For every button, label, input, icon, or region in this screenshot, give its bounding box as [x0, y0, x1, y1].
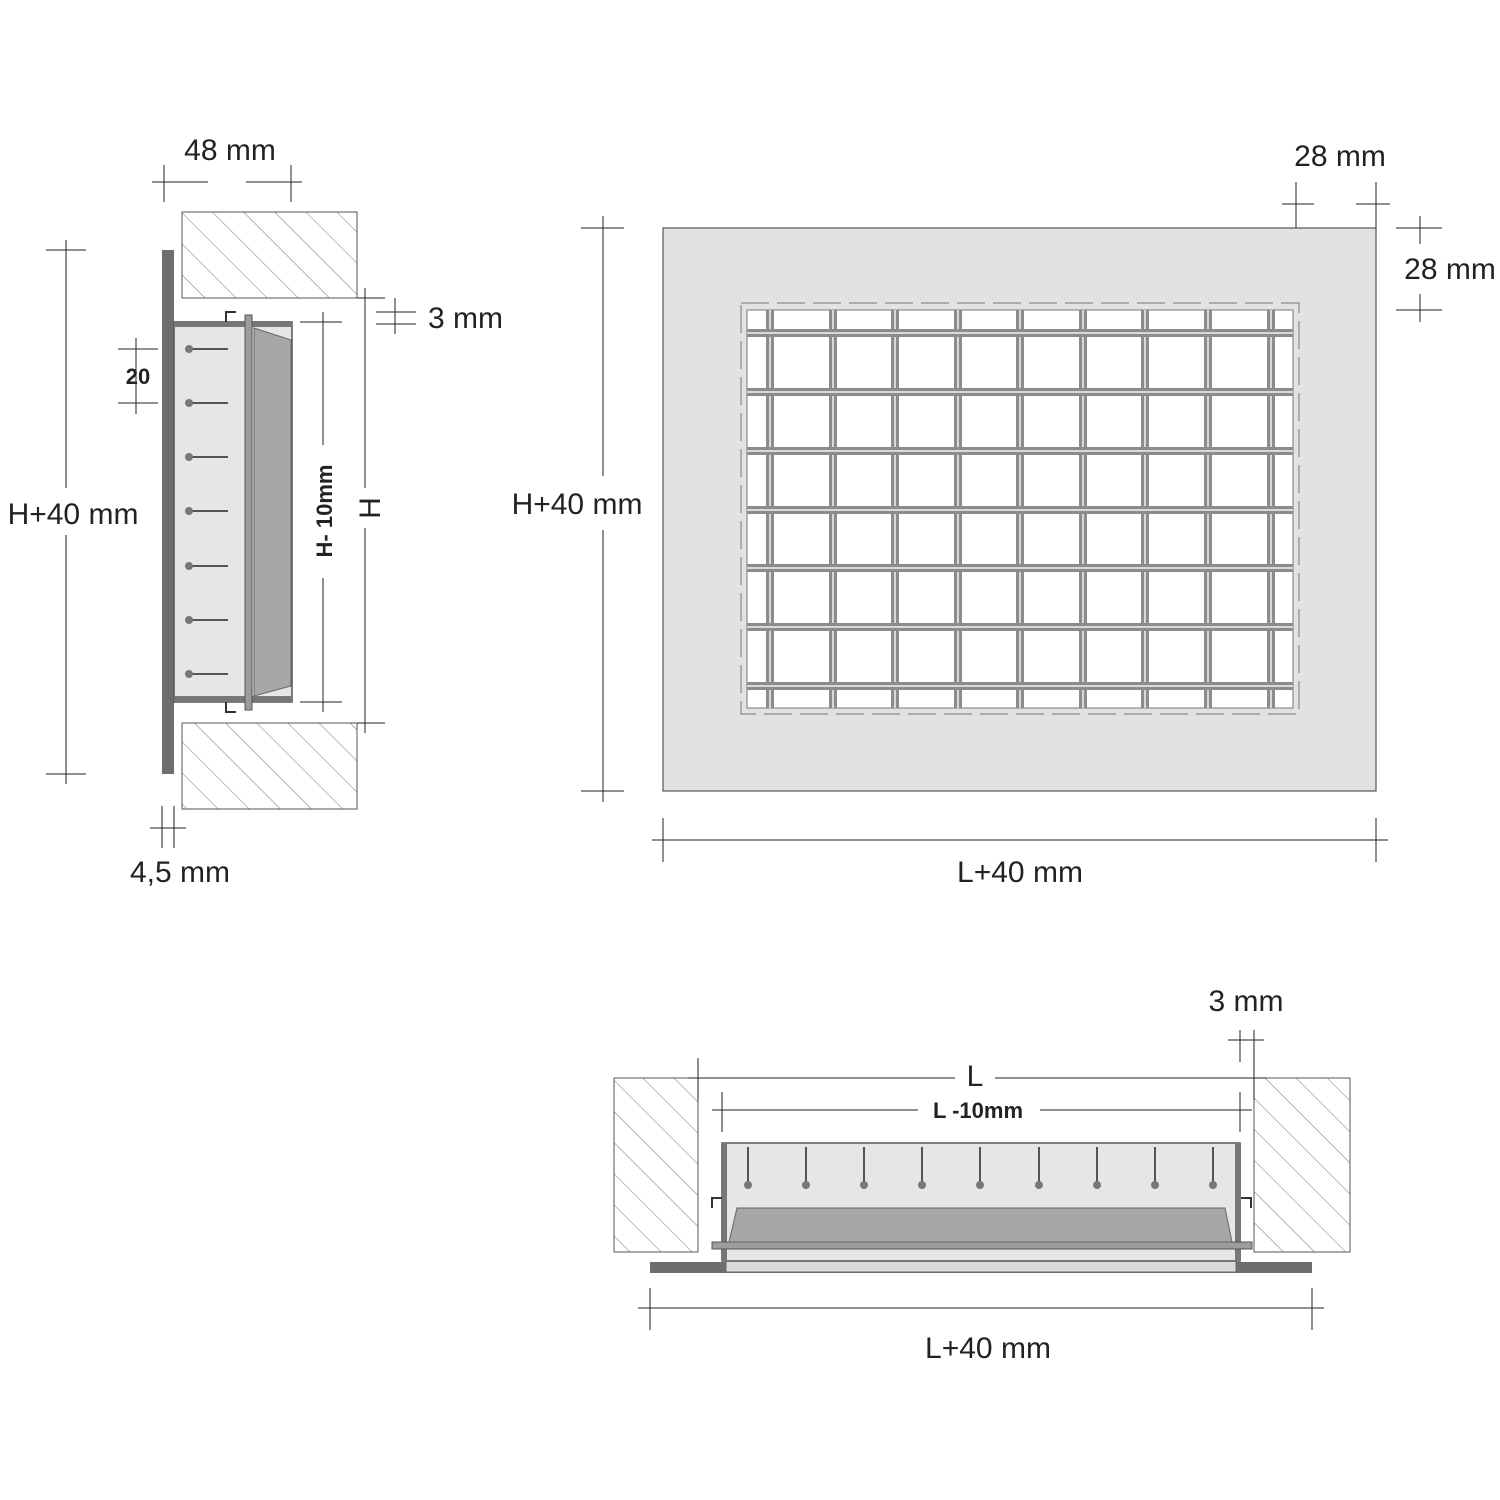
label-total-width: L+40 mm [925, 1332, 1051, 1365]
label-front-height: H+40 mm [512, 488, 643, 521]
top-rail [174, 321, 292, 327]
label-frame-right: 28 mm [1294, 140, 1386, 173]
horizontal-blade [747, 506, 1293, 514]
blade-pins-top [744, 1147, 1217, 1189]
horizontal-blade [747, 329, 1293, 337]
label-pitch: 20 [126, 364, 150, 389]
blade-pin [185, 507, 228, 515]
blade-pin [185, 670, 228, 678]
bottom-rail [174, 696, 292, 702]
label-opening-width: L [967, 1060, 984, 1093]
dim-opening-width [688, 1058, 1266, 1100]
blade-pin-top [1209, 1147, 1217, 1189]
right-rail [1235, 1143, 1241, 1261]
top-view: 3 mm L L -10mm L+40 mm [613, 985, 1351, 1365]
label-opening-height: H [354, 497, 387, 519]
clip-bottom [225, 702, 236, 713]
dim-frame-top [1396, 216, 1442, 322]
label-inner-height: H- 10mm [312, 465, 337, 558]
grille-opening [740, 302, 1300, 715]
horizontal-blades [747, 329, 1293, 690]
clip-top [225, 311, 236, 322]
dim-frame-right [1282, 182, 1390, 228]
wall-section-right [1253, 1077, 1351, 1253]
clip-right [1241, 1197, 1252, 1208]
side-spine [244, 314, 253, 711]
blade-pins [185, 345, 228, 678]
left-rail [721, 1143, 727, 1261]
horizontal-blade [747, 447, 1293, 455]
horizontal-blade [747, 388, 1293, 396]
front-view: 28 mm 28 mm H+40 mm L+40 mm [512, 140, 1496, 889]
label-inner-width: L -10mm [933, 1098, 1023, 1123]
side-view: 48 mm 3 mm 20 H+40 mm [8, 134, 503, 889]
dim-pitch [118, 338, 158, 414]
label-flange-thickness: 4,5 mm [130, 856, 230, 889]
wall-section-left [613, 1077, 699, 1253]
dim-inner-width [712, 1092, 1252, 1132]
dim-flange-thickness [150, 806, 186, 848]
horizontal-blade [747, 564, 1293, 572]
blade-pin-top [802, 1147, 810, 1189]
bottom-spine [711, 1241, 1253, 1250]
blade-pin-top [918, 1147, 926, 1189]
dim-gap [376, 298, 416, 334]
label-top-gap: 3 mm [1209, 985, 1284, 1018]
dim-total-width [638, 1288, 1324, 1330]
dim-front-width [652, 818, 1388, 862]
label-front-width: L+40 mm [957, 856, 1083, 889]
dim-depth [152, 165, 302, 202]
label-total-height: H+40 mm [8, 498, 139, 531]
dim-opening-height [357, 288, 385, 733]
blade-pin [185, 453, 228, 461]
damper-blade [253, 327, 292, 697]
horizontal-blade [747, 623, 1293, 631]
blade-pin-top [744, 1147, 752, 1189]
blade-pin [185, 616, 228, 624]
blade-pin-top [1093, 1147, 1101, 1189]
dim-front-height [581, 216, 624, 802]
blade-pin-top [976, 1147, 984, 1189]
flange-face [725, 1260, 1237, 1273]
label-depth: 48 mm [184, 134, 276, 167]
blade-pin-top [860, 1147, 868, 1189]
label-frame-top: 28 mm [1404, 253, 1496, 286]
horizontal-blade [747, 682, 1293, 690]
damper-blade-top [728, 1207, 1233, 1243]
dim-top-gap [1228, 1030, 1264, 1062]
wall-section-bottom [181, 722, 358, 810]
wall-section-top [181, 211, 358, 299]
dim-total-height [46, 240, 86, 784]
clip-left [711, 1197, 722, 1208]
blade-pin-top [1035, 1147, 1043, 1189]
blade-pin [185, 562, 228, 570]
front-flange [162, 250, 174, 774]
blade-pin [185, 399, 228, 407]
blade-pin [185, 345, 228, 353]
dim-inner-height [300, 312, 342, 712]
blade-pin-top [1151, 1147, 1159, 1189]
label-gap: 3 mm [428, 302, 503, 335]
